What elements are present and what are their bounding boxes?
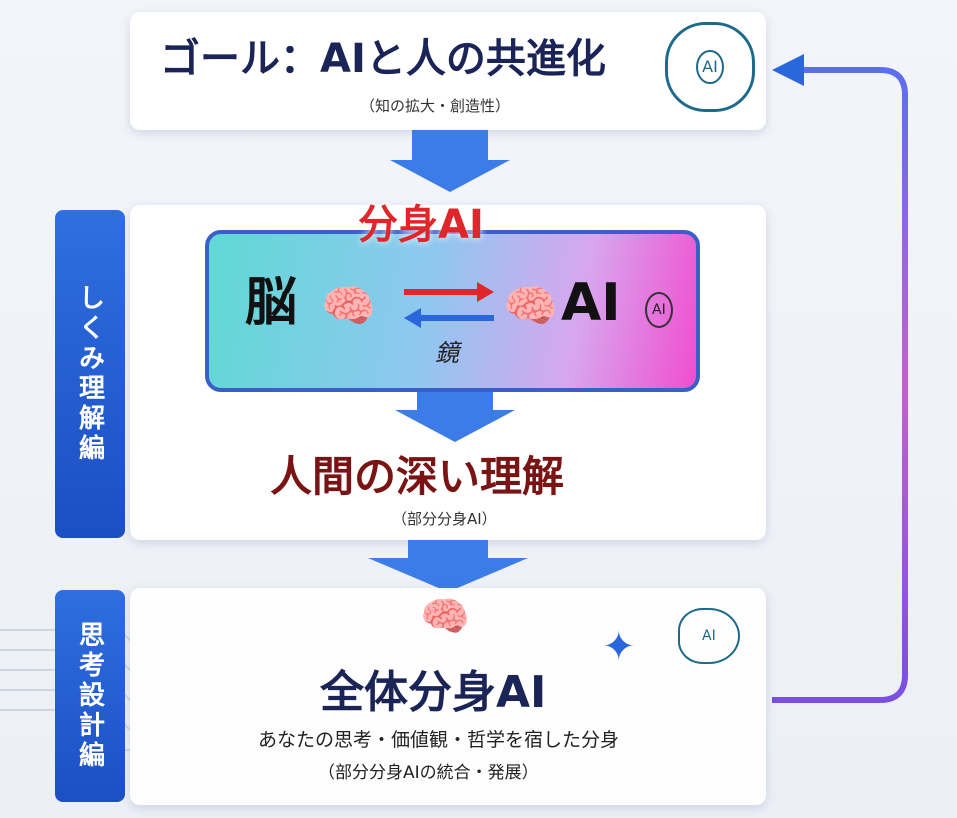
design-description: あなたの思考・価値観・哲学を宿した分身 bbox=[258, 729, 620, 751]
result-subtitle: （部分分身AI） bbox=[392, 510, 497, 528]
tab-design: 思考設計編 bbox=[55, 590, 125, 802]
brain-ai-icon: AI bbox=[665, 22, 755, 112]
design-subtitle: （部分分身AIの統合・発展） bbox=[318, 763, 539, 783]
ai-brain-icon: 🧠 bbox=[503, 281, 558, 332]
tab-mechanism: しくみ理解編 bbox=[55, 210, 125, 538]
result-title: 人間の深い理解 bbox=[270, 452, 565, 501]
design-box: 🧠 ✦ AI 全体分身AI あなたの思考・価値観・哲学を宿した分身 （部分分身A… bbox=[130, 588, 766, 805]
mechanism-heading: 分身AI bbox=[358, 202, 484, 248]
feedback-loop-arrow bbox=[772, 54, 908, 703]
mirror-label: 鏡 bbox=[435, 339, 459, 367]
goal-subtitle: （知の拡大・創造性） bbox=[360, 97, 511, 115]
down-arrow-2 bbox=[395, 392, 515, 442]
brain-label: 脳 bbox=[245, 273, 298, 333]
ai-head-icon: AI bbox=[678, 608, 740, 665]
mechanism-box: 脳 🧠 鏡 🧠 AI AI 分身AI 人間の深い理解 （部分分身AI） bbox=[130, 205, 766, 540]
ai-label: AI bbox=[561, 273, 621, 333]
down-arrow-1 bbox=[390, 130, 510, 192]
down-arrow-3 bbox=[368, 540, 528, 592]
brain-icon: 🧠 bbox=[321, 281, 376, 332]
exchange-arrows-icon bbox=[404, 282, 494, 328]
goal-box: ゴール：AIと人の共進化 （知の拡大・創造性） AI bbox=[130, 12, 766, 130]
brain-ai-mirror-panel: 脳 🧠 鏡 🧠 AI AI bbox=[205, 230, 700, 392]
brain-icon: 🧠 bbox=[420, 594, 470, 640]
goal-title: ゴール：AIと人の共進化 bbox=[160, 36, 606, 82]
ai-chip-icon: AI bbox=[645, 292, 673, 329]
design-title: 全体分身AI bbox=[320, 667, 547, 718]
sparkle-icon: ✦ bbox=[602, 624, 636, 670]
